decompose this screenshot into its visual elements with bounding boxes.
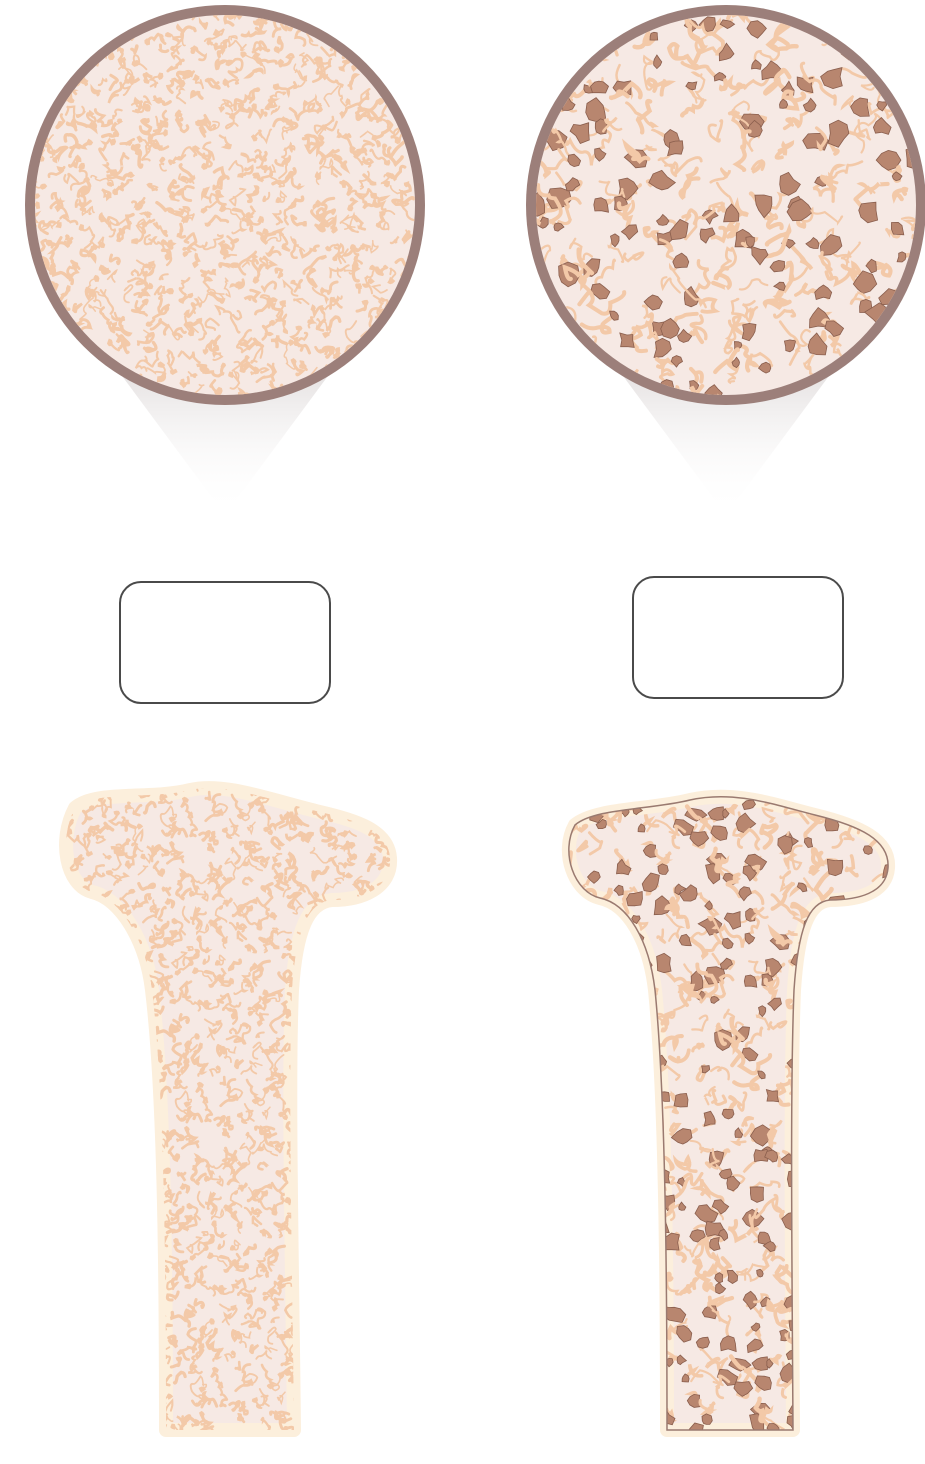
right-label-box[interactable] — [632, 576, 844, 699]
left-bone — [34, 762, 405, 1451]
right-magnifier — [490, 0, 925, 429]
left-label-box[interactable] — [119, 581, 331, 704]
left-magnifier — [0, 0, 433, 410]
right-bone — [532, 758, 909, 1460]
